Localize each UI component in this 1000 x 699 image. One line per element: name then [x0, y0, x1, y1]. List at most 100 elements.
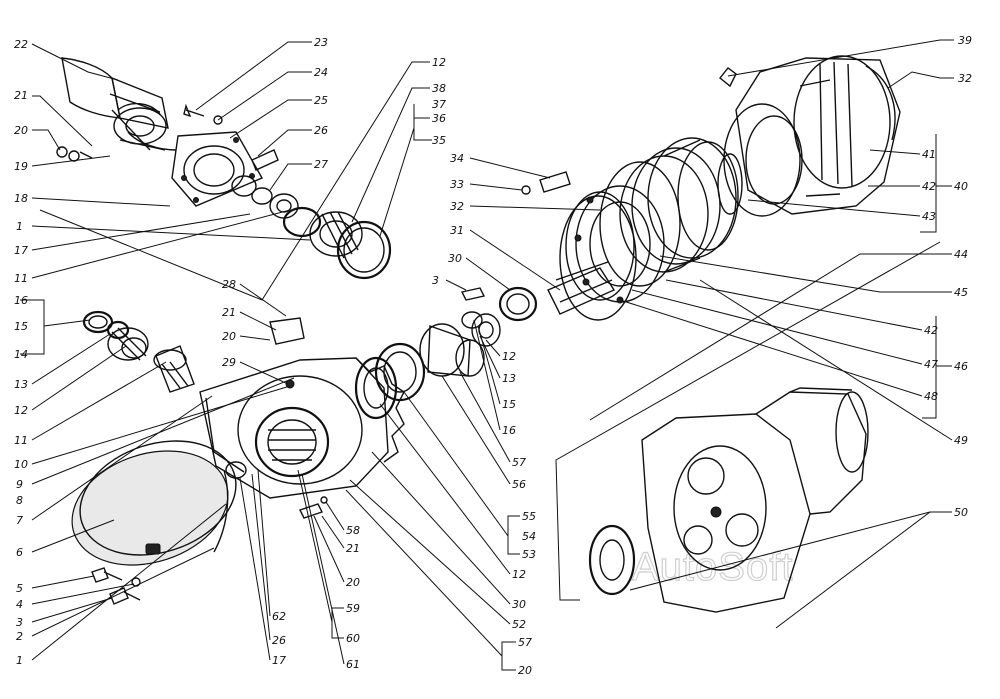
- center-bearings-53-57: [354, 323, 485, 420]
- label-20-lower: 20: [346, 576, 360, 589]
- label-53: 53: [522, 548, 536, 561]
- label-15: 15: [14, 320, 28, 333]
- label-30-lower: 30: [512, 598, 526, 611]
- label-7: 7: [16, 514, 23, 527]
- label-8: 8: [16, 494, 23, 507]
- label-17-lower: 17: [272, 654, 286, 667]
- label-33: 33: [450, 178, 464, 191]
- center-housing-part: [199, 317, 405, 499]
- left-bearing-stack: [82, 310, 195, 393]
- label-20-center: 20: [222, 330, 236, 343]
- label-1-lower: 1: [16, 654, 23, 667]
- label-61: 61: [346, 658, 360, 671]
- label-34: 34: [450, 152, 464, 165]
- label-37: 37: [432, 98, 446, 111]
- label-49: 49: [954, 434, 968, 447]
- label-18: 18: [14, 192, 28, 205]
- label-28: 28: [222, 278, 236, 291]
- label-47: 47: [924, 358, 938, 371]
- label-26-lower: 26: [272, 634, 286, 647]
- label-39: 39: [958, 34, 972, 47]
- flange-plate-part: [171, 131, 263, 207]
- label-21-center: 21: [222, 306, 236, 319]
- label-12-top: 12: [432, 56, 446, 69]
- label-2: 2: [16, 630, 23, 643]
- label-43: 43: [922, 210, 936, 223]
- label-9: 9: [16, 478, 23, 491]
- label-24: 24: [314, 66, 328, 79]
- label-40: 40: [954, 180, 968, 193]
- label-6: 6: [16, 546, 23, 559]
- label-57-lower: 57: [518, 636, 532, 649]
- label-31: 31: [450, 224, 464, 237]
- label-48: 48: [924, 390, 938, 403]
- label-26: 26: [314, 124, 328, 137]
- label-11: 11: [14, 272, 28, 285]
- label-14: 14: [14, 348, 28, 361]
- label-29: 29: [222, 356, 236, 369]
- label-30: 30: [448, 252, 462, 265]
- callout-labels: 22 21 20 19 18 1 17 11 16 15 14 13 12 11…: [14, 34, 972, 677]
- label-59: 59: [346, 602, 360, 615]
- gearbox-unit-part: [641, 387, 869, 613]
- small-parts-12-16-center: [460, 286, 538, 347]
- label-52: 52: [512, 618, 526, 631]
- label-27: 27: [314, 158, 328, 171]
- bolts-3-5: [91, 567, 141, 605]
- label-32-right: 32: [958, 72, 972, 85]
- label-20: 20: [14, 124, 28, 137]
- label-16: 16: [14, 294, 28, 307]
- label-32: 32: [450, 200, 464, 213]
- label-12-right: 12: [502, 350, 516, 363]
- watermark-text: AutoSoft: [632, 545, 793, 589]
- label-41: 41: [922, 148, 936, 161]
- label-42-lower: 42: [924, 324, 938, 337]
- label-1: 1: [16, 220, 23, 233]
- clutch-drum-part: [619, 137, 743, 273]
- label-60: 60: [346, 632, 360, 645]
- label-4: 4: [16, 598, 23, 611]
- label-5: 5: [16, 582, 23, 595]
- label-11-lower: 11: [14, 434, 28, 447]
- outer-housing-part: [719, 55, 901, 217]
- label-45: 45: [954, 286, 968, 299]
- label-15-right: 15: [502, 398, 516, 411]
- label-17: 17: [14, 244, 28, 257]
- ring-parts-25-27: [231, 149, 299, 219]
- label-12-lower: 12: [512, 568, 526, 581]
- cover-plate-part: [71, 440, 237, 566]
- label-3: 3: [16, 616, 23, 629]
- label-38: 38: [432, 82, 446, 95]
- label-42-top: 42: [922, 180, 936, 193]
- label-55: 55: [522, 510, 536, 523]
- label-22: 22: [14, 38, 28, 51]
- label-36: 36: [432, 112, 446, 125]
- label-21-lower: 21: [346, 542, 360, 555]
- label-35: 35: [432, 134, 446, 147]
- label-23: 23: [314, 36, 328, 49]
- input-housing-part: [61, 57, 177, 151]
- split-rings-42-45: [559, 161, 681, 321]
- bolt-33-34: [521, 171, 571, 195]
- gear-wheel-part: [588, 524, 636, 596]
- label-13-right: 13: [502, 372, 516, 385]
- label-21: 21: [14, 89, 28, 102]
- label-50: 50: [954, 506, 968, 519]
- bolt-23-part: [183, 103, 223, 125]
- label-12: 12: [14, 404, 28, 417]
- bearing-pack-35-38: [282, 206, 392, 280]
- label-16-right: 16: [502, 424, 516, 437]
- label-25: 25: [314, 94, 328, 107]
- label-10: 10: [14, 458, 28, 471]
- label-3-center: 3: [432, 274, 439, 287]
- label-19: 19: [14, 160, 28, 173]
- label-20-bottom: 20: [518, 664, 532, 677]
- label-46: 46: [954, 360, 968, 373]
- bolts-20-21-lower: [299, 496, 328, 519]
- label-54: 54: [522, 530, 536, 543]
- label-13: 13: [14, 378, 28, 391]
- label-58: 58: [346, 524, 360, 537]
- leader-lines: [20, 39, 954, 671]
